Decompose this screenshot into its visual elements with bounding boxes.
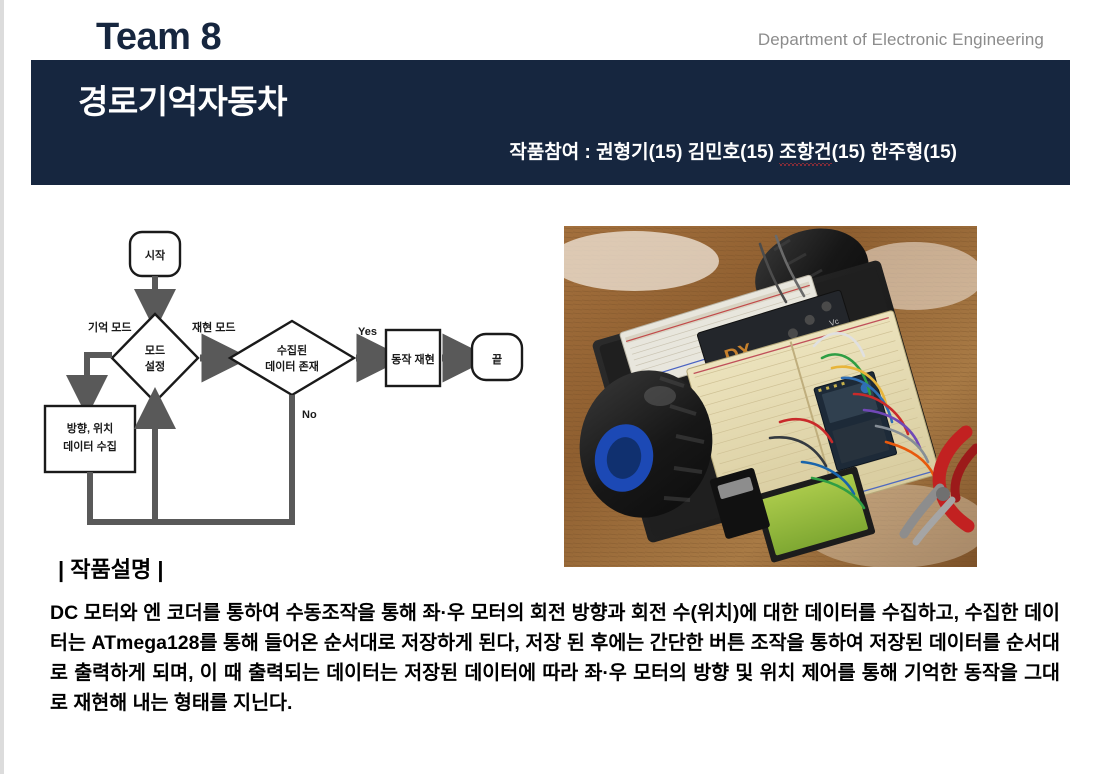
flow-node-mode-decision-label-1: 모드 xyxy=(145,344,165,357)
title-banner: 경로기억자동차 작품참여 : 권형기(15) 김민호(15) 조항건(15) 한… xyxy=(31,60,1070,185)
photo-mcu-module xyxy=(813,371,898,472)
flow-node-end xyxy=(470,332,524,382)
participant-grade-0: (15) xyxy=(648,142,683,163)
photo-jumper-wires xyxy=(758,234,936,510)
photo-pliers xyxy=(899,425,977,546)
flow-edge-label-yes: Yes xyxy=(358,326,377,338)
flow-edge-label-no: No xyxy=(302,409,317,421)
photo-front-tire xyxy=(579,370,713,518)
flow-node-replay-label: 동작 재현 xyxy=(391,352,435,366)
flow-node-data-exists xyxy=(227,319,357,397)
participant-name-0: 권형기 xyxy=(596,142,649,163)
flow-node-start-label: 시작 xyxy=(145,248,165,262)
process-flowchart: 시작 모드 설정 기억 모드 방향, 위치 데이터 수집 재현 모드 수집된 데… xyxy=(40,218,560,558)
participant-name-3: 한주형 xyxy=(870,142,924,163)
participant-grade-3: (15) xyxy=(923,142,957,163)
participants-label: 작품참여 : xyxy=(509,142,597,163)
flow-edge-label-replay-mode: 재현 모드 xyxy=(192,320,236,334)
photo-desk-glare-left xyxy=(564,231,719,291)
flow-node-data-exists-label-2: 데이터 존재 xyxy=(265,359,319,373)
flow-node-data-exists-label-1: 수집된 xyxy=(277,343,307,357)
description-heading: | 작품설명 | xyxy=(58,557,164,582)
participant-grade-2: (15) xyxy=(831,142,866,163)
participant-name-1: 김민호 xyxy=(687,142,741,163)
flow-edge-mode-to-collect xyxy=(66,352,112,417)
flow-node-mode-decision-label-2: 설정 xyxy=(145,359,165,373)
project-title: 경로기억자동차 xyxy=(78,83,288,120)
photo-battery-pack xyxy=(709,467,770,539)
flow-edge-label-memory-mode: 기억 모드 xyxy=(88,320,132,334)
page-left-rule xyxy=(0,0,4,774)
department-label: Department of Electronic Engineering xyxy=(757,30,1044,49)
participant-grade-1: (15) xyxy=(740,142,774,163)
participants-line: 작품참여 : 권형기(15) 김민호(15) 조항건(15) 한주형(15) xyxy=(509,137,957,166)
svg-text:Vc: Vc xyxy=(828,317,840,328)
participant-name-2: 조항건 xyxy=(779,137,833,166)
flow-node-end-label: 끝 xyxy=(492,353,502,366)
flow-node-collect-label-1: 방향, 위치 xyxy=(67,421,114,435)
flow-node-replay xyxy=(384,328,442,388)
description-body: DC 모터와 엔 코더를 통하여 수동조작을 통해 좌·우 모터의 회전 방향과… xyxy=(50,602,1060,714)
flow-node-collect xyxy=(43,404,137,474)
project-photo: DX 206 Wish Board Va Vb Vc xyxy=(564,226,977,567)
flow-node-collect-label-2: 데이터 수집 xyxy=(63,439,117,453)
header-top: Team 8 Department of Electronic Engineer… xyxy=(0,14,1094,62)
page-title: Team 8 xyxy=(96,16,222,58)
